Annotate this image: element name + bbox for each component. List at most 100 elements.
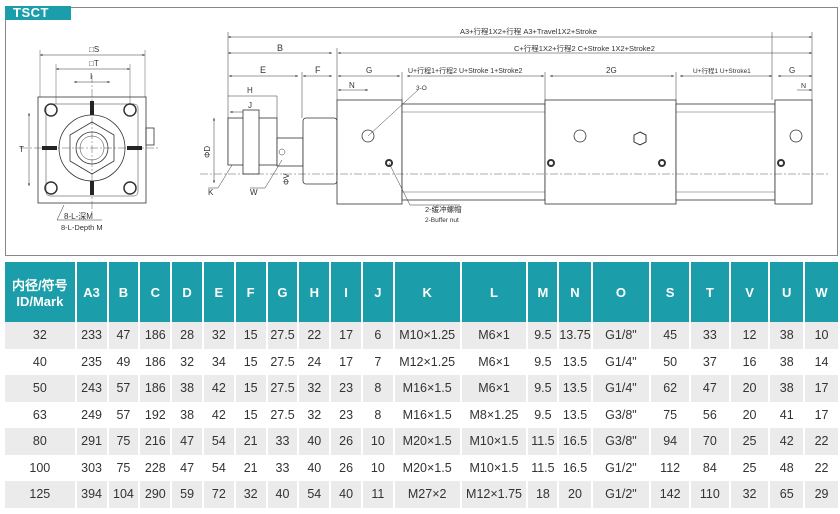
cell-k: M27×2 — [394, 481, 460, 508]
cell-s: 62 — [651, 375, 690, 402]
cell-d: 47 — [172, 428, 202, 455]
cell-j: 10 — [362, 454, 393, 481]
cell-b: 49 — [108, 348, 139, 375]
cell-s: 50 — [651, 348, 690, 375]
dim-f-label: F — [315, 65, 321, 75]
header-i: I — [331, 262, 361, 322]
dim-j-label: J — [248, 101, 252, 110]
cell-d: 28 — [172, 322, 202, 349]
cell-s: 75 — [651, 401, 690, 428]
cell-w: 17 — [805, 375, 838, 402]
dim-u2-label: U+行程1 U+Stroke1 — [693, 66, 751, 75]
cell-g: 27.5 — [267, 375, 298, 402]
cell-v: 12 — [730, 322, 769, 349]
cell-v: 16 — [730, 348, 769, 375]
cell-g: 40 — [267, 481, 298, 508]
cell-d: 32 — [172, 348, 202, 375]
cell-l: M10×1.5 — [461, 428, 527, 455]
cell-o: G1/2" — [592, 481, 650, 508]
cell-j: 8 — [362, 375, 393, 402]
cell-g: 33 — [267, 454, 298, 481]
cell-h: 24 — [299, 348, 330, 375]
cell-v: 32 — [730, 481, 769, 508]
cell-f: 15 — [235, 375, 266, 402]
cell-m: 9.5 — [528, 348, 558, 375]
cell-d: 59 — [172, 481, 202, 508]
dim-n-right-label: N — [801, 83, 806, 90]
cell-w: 29 — [805, 481, 838, 508]
cell-c: 216 — [140, 428, 171, 455]
header-a3: A3 — [76, 262, 107, 322]
dim-i-label: I — [90, 72, 92, 81]
header-g: G — [267, 262, 298, 322]
cell-u: 38 — [770, 375, 804, 402]
header-s: S — [651, 262, 690, 322]
cell-o: G1/4" — [592, 348, 650, 375]
cell-t: 70 — [691, 428, 729, 455]
dim-u1-label: U+行程1+行程2 U+Stroke 1+Stroke2 — [408, 66, 522, 75]
cell-w: 22 — [805, 428, 838, 455]
cell-l: M8×1.25 — [461, 401, 527, 428]
cell-j: 7 — [362, 348, 393, 375]
cell-n: 13.5 — [559, 375, 591, 402]
cell-t: 110 — [691, 481, 729, 508]
cell-b: 47 — [108, 322, 139, 349]
header-id-en: ID/Mark — [16, 294, 64, 309]
dim-s-label: □S — [89, 45, 99, 54]
cell-f: 15 — [235, 322, 266, 349]
header-n: N — [559, 262, 591, 322]
cell-k: M20×1.5 — [394, 428, 460, 455]
cell-n: 13.5 — [559, 401, 591, 428]
cell-k: M20×1.5 — [394, 454, 460, 481]
header-j: J — [362, 262, 393, 322]
port-label: 3-O — [416, 85, 427, 92]
cell-g: 27.5 — [267, 401, 298, 428]
cell-e: 54 — [204, 454, 234, 481]
cell-e: 42 — [204, 401, 234, 428]
cell-k: M12×1.25 — [394, 348, 460, 375]
cell-v: 25 — [730, 428, 769, 455]
header-f: F — [235, 262, 266, 322]
cell-g: 27.5 — [267, 348, 298, 375]
header-l: L — [461, 262, 527, 322]
cell-d: 47 — [172, 454, 202, 481]
cell-t: 56 — [691, 401, 729, 428]
dim-g-right-label: G — [789, 66, 795, 75]
cell-k: M16×1.5 — [394, 375, 460, 402]
header-d: D — [172, 262, 202, 322]
cell-k: M10×1.25 — [394, 322, 460, 349]
dim-k-label: K — [208, 188, 214, 197]
dim-phi-d-label: ΦD — [203, 146, 212, 158]
cell-bore: 100 — [5, 454, 75, 481]
cell-bore: 80 — [5, 428, 75, 455]
buffer-nut-label-cn: 2-缓冲螺帽 — [425, 204, 462, 214]
cell-e: 32 — [204, 322, 234, 349]
cell-b: 75 — [108, 428, 139, 455]
cell-f: 32 — [235, 481, 266, 508]
cell-n: 20 — [559, 481, 591, 508]
cell-l: M6×1 — [461, 322, 527, 349]
cell-k: M16×1.5 — [394, 401, 460, 428]
cell-b: 57 — [108, 375, 139, 402]
cell-b: 57 — [108, 401, 139, 428]
cell-n: 16.5 — [559, 454, 591, 481]
cell-h: 32 — [299, 375, 330, 402]
cell-l: M12×1.75 — [461, 481, 527, 508]
cell-t: 37 — [691, 348, 729, 375]
cell-c: 228 — [140, 454, 171, 481]
cell-t: 33 — [691, 322, 729, 349]
dim-phi-v-label: ΦV — [282, 173, 291, 185]
cell-b: 75 — [108, 454, 139, 481]
cell-d: 38 — [172, 375, 202, 402]
cell-i: 17 — [331, 322, 361, 349]
cell-j: 10 — [362, 428, 393, 455]
cell-i: 23 — [331, 375, 361, 402]
cell-w: 22 — [805, 454, 838, 481]
